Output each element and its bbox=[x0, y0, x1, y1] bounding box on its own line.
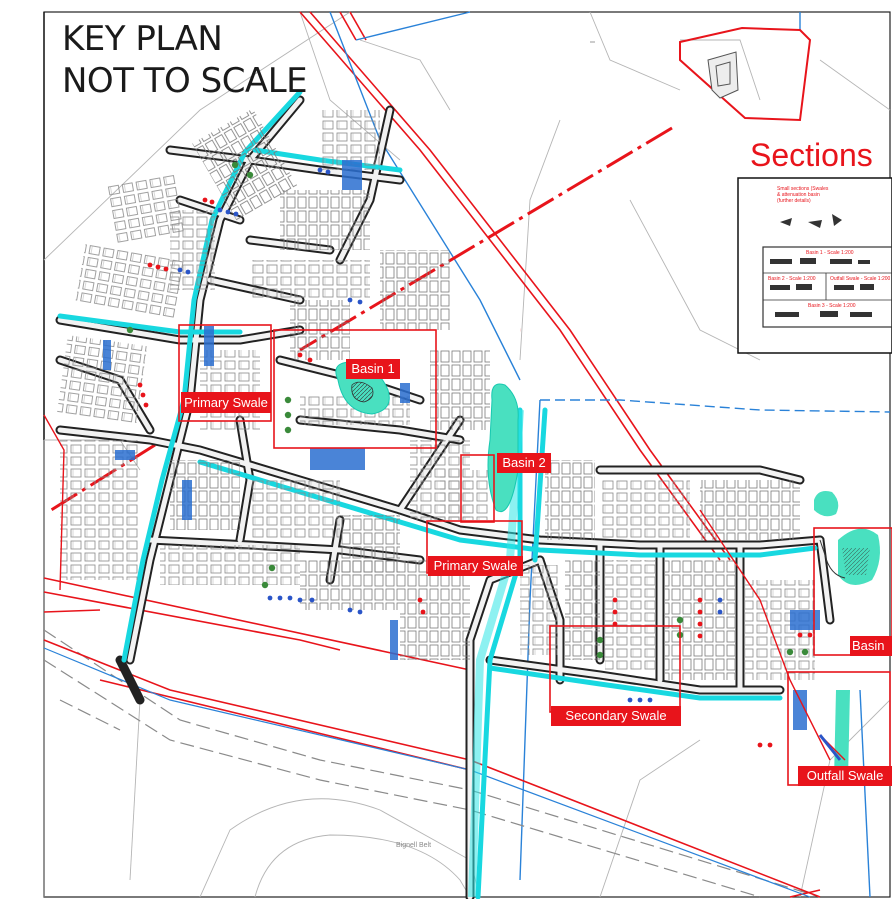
existing-building bbox=[679, 26, 812, 122]
sections-box bbox=[737, 177, 892, 354]
housing-plots bbox=[56, 108, 815, 680]
label-basin-3: Basin bbox=[852, 638, 885, 653]
basin-1-frame bbox=[273, 329, 437, 449]
key-plan-title: KEY PLAN NOT TO SCALE bbox=[62, 18, 308, 102]
label-basin-2: Basin 2 bbox=[502, 455, 546, 470]
key-plan-title-line1: KEY PLAN bbox=[62, 19, 223, 59]
sections-panel bbox=[737, 177, 892, 354]
sections-heading: Sections bbox=[750, 137, 873, 173]
label-secondary-swale: Secondary Swale bbox=[565, 708, 667, 723]
label-primary-swale-central: Primary Swale bbox=[433, 558, 518, 573]
label-outfall-swale: Outfall Swale bbox=[806, 768, 884, 783]
outfall-section-title: Outfall Swale - Scale 1:200 bbox=[830, 276, 890, 282]
basin-2-frame bbox=[460, 454, 495, 523]
small-sections-note: Small sections (Swales & attenuation bas… bbox=[777, 186, 829, 204]
label-basin-1: Basin 1 bbox=[351, 361, 395, 376]
boundary-blue bbox=[43, 647, 811, 898]
drainage-details bbox=[103, 160, 820, 730]
basin3-section-title: Basin 3 - Scale 1:200 bbox=[808, 303, 856, 309]
field-boundaries bbox=[43, 11, 891, 898]
callout-labels bbox=[181, 359, 892, 786]
label-primary-swale-west: Primary Swale bbox=[184, 395, 268, 410]
basin1-section-title: Basin 1 - Scale 1:200 bbox=[806, 250, 854, 256]
key-plan-title-line2: NOT TO SCALE bbox=[62, 61, 308, 101]
primary-swale-west-frame bbox=[178, 324, 272, 422]
basin2-section-title: Basin 2 - Scale 1:200 bbox=[768, 276, 816, 282]
label-bignell-belt: Bignell Belt bbox=[396, 842, 432, 849]
